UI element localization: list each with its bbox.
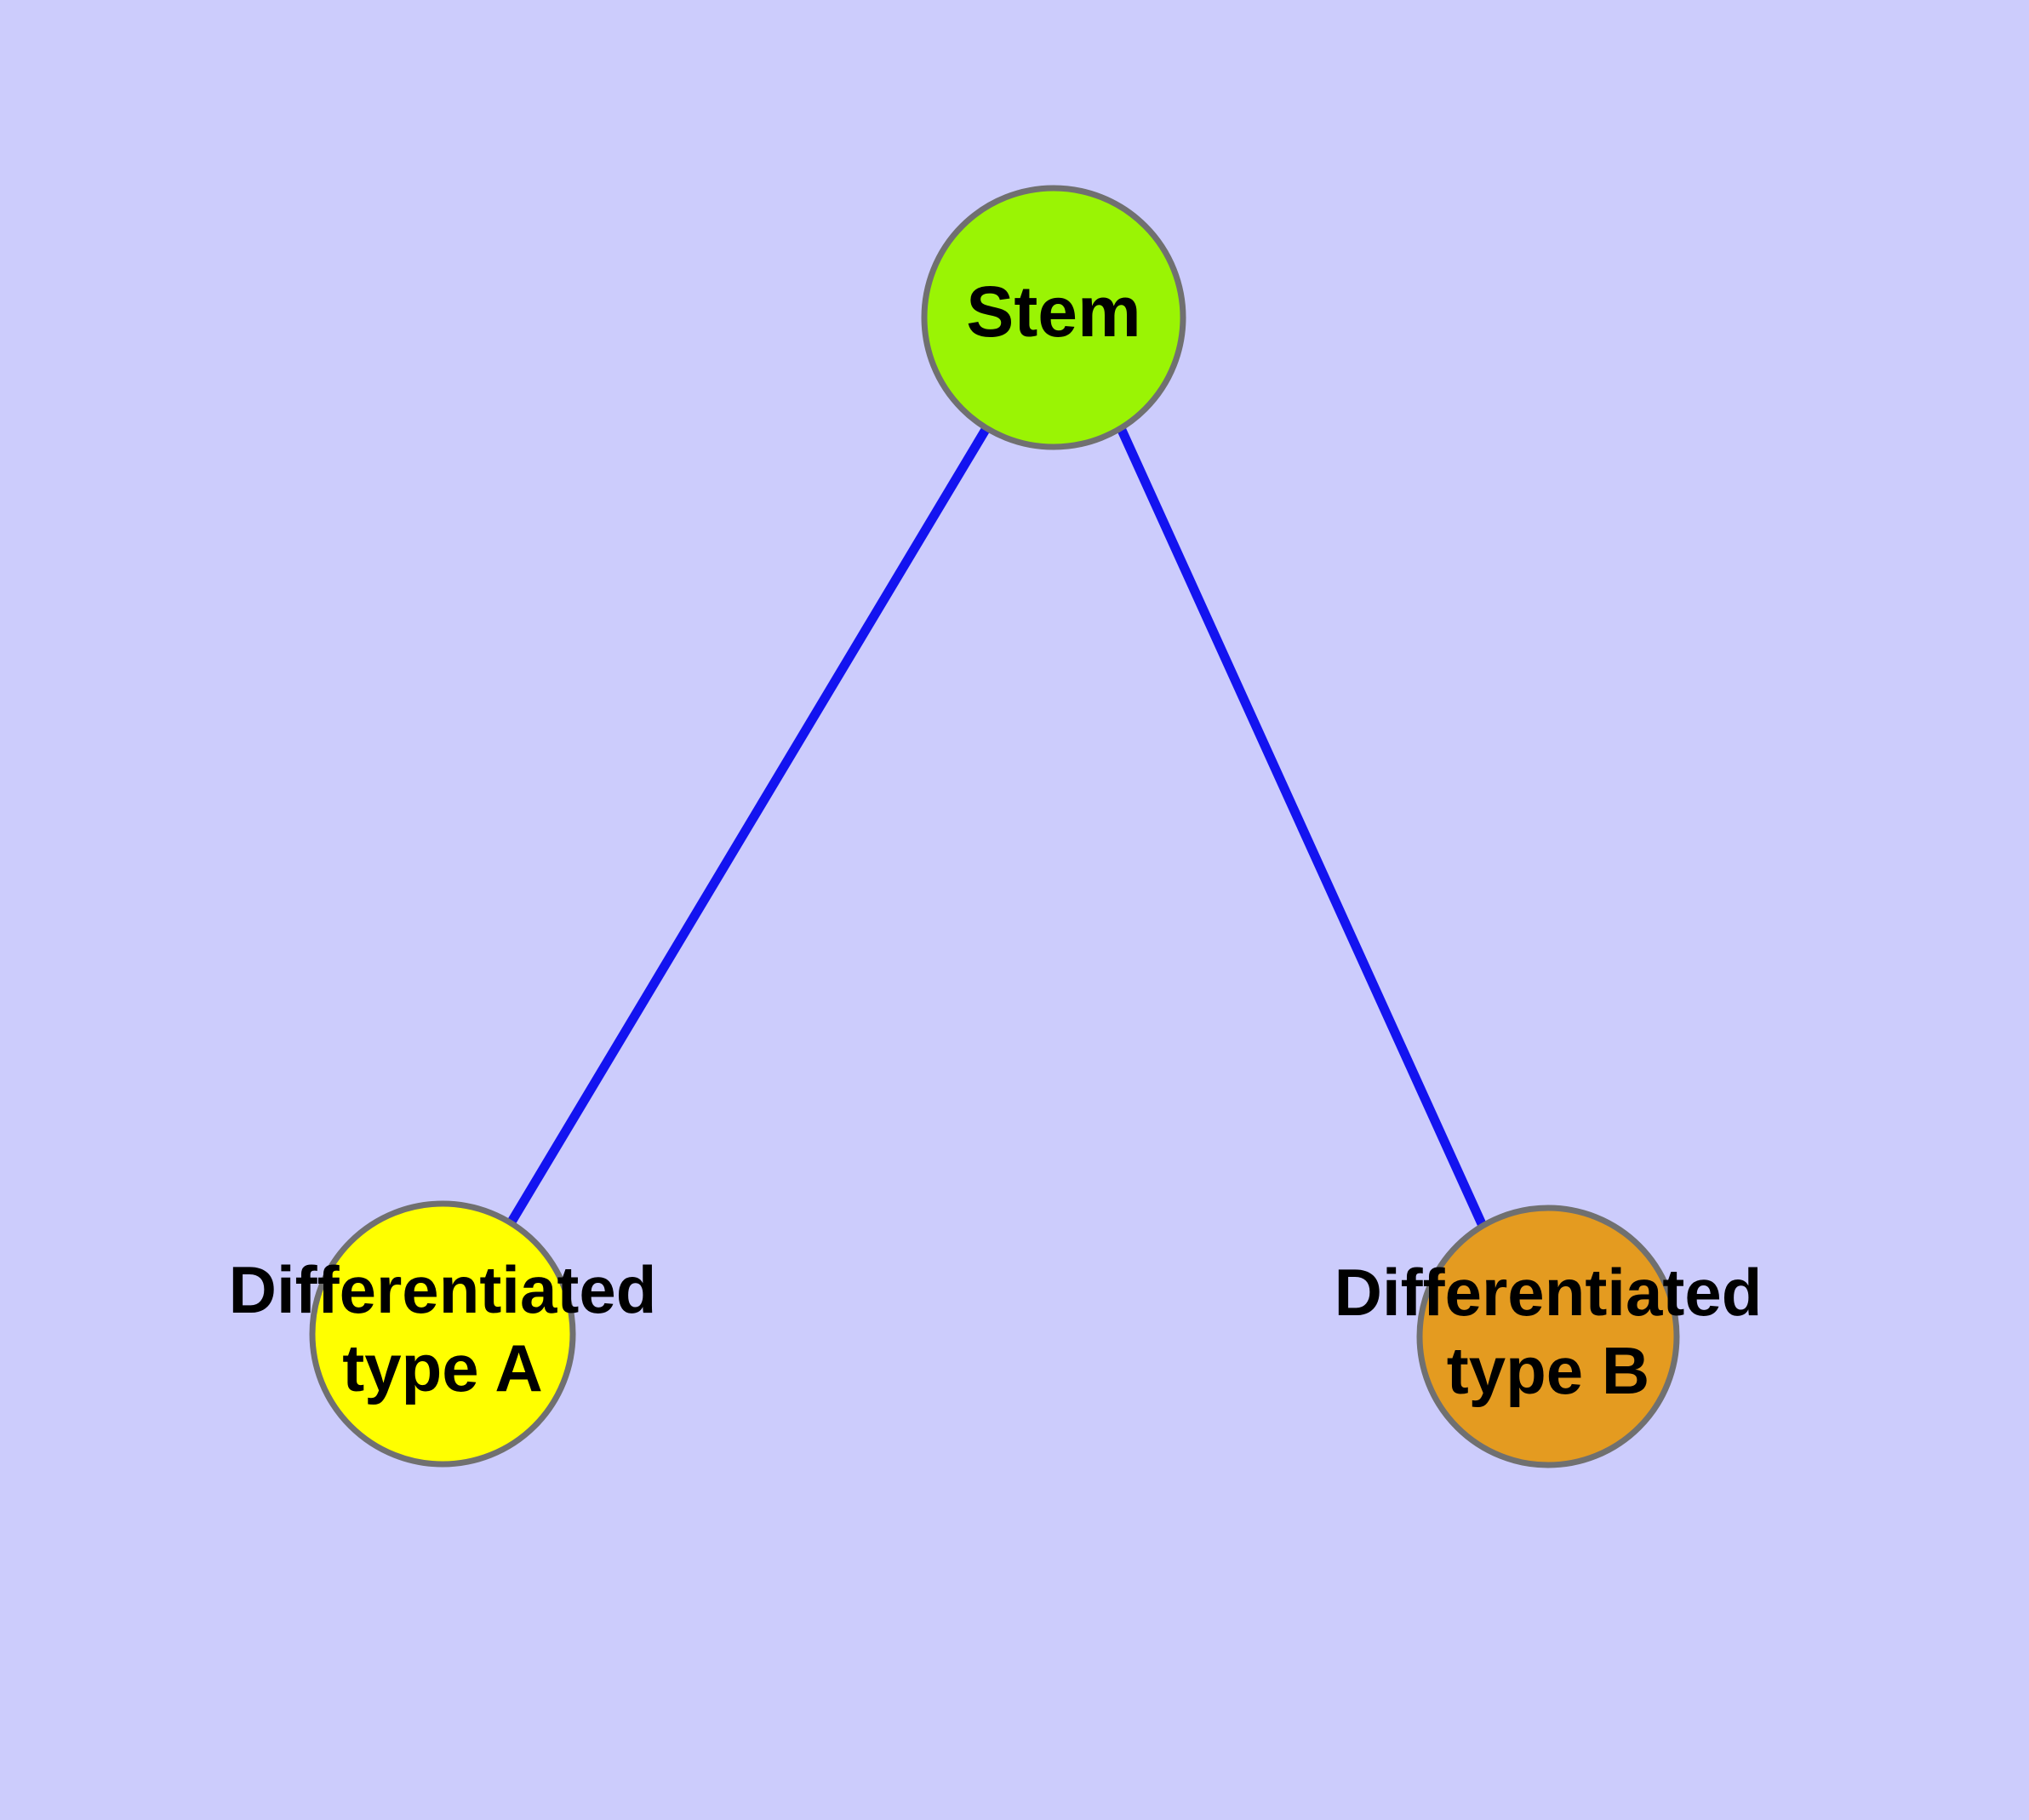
node-diff_a[interactable] [309, 1200, 576, 1468]
node-label-line: type B [1447, 1333, 1649, 1408]
node-label-line: type A [342, 1331, 543, 1405]
edge-stem-to-diff-b[interactable] [1116, 426, 1488, 1228]
node-label-line: Stem [966, 272, 1140, 352]
node-label-line: Differentiated [229, 1252, 657, 1327]
edge-layer [506, 426, 1488, 1228]
node-diff_b[interactable] [1416, 1205, 1680, 1468]
node-stem[interactable] [921, 185, 1186, 450]
node-layer [309, 185, 1680, 1468]
node-label-stem: Stem [966, 272, 1140, 352]
edge-stem-to-diff-a[interactable] [506, 426, 991, 1226]
node-label-line: Differentiated [1335, 1255, 1763, 1330]
